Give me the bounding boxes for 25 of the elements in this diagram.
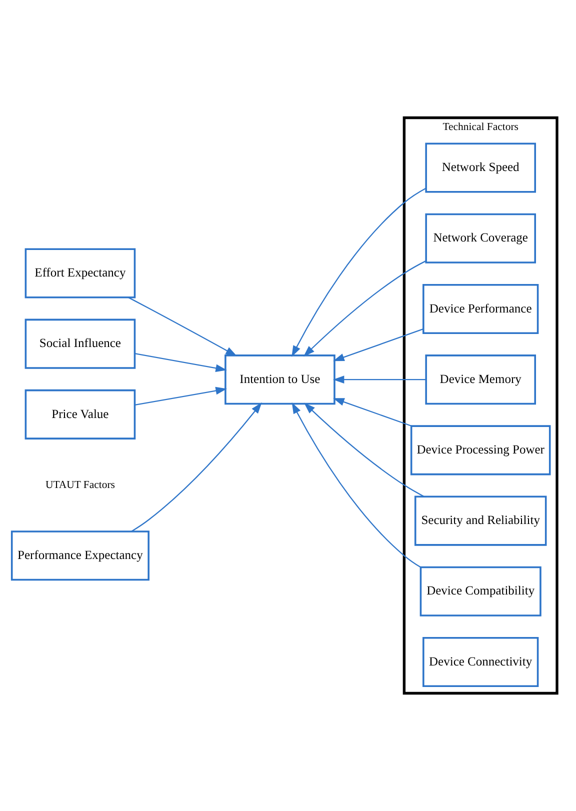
arrow [134,352,227,372]
arrow [131,402,262,532]
node-box: Social Influence [24,318,136,369]
arrow [128,296,237,356]
label: UTAUT Factors [45,478,115,491]
node-box: Network Coverage [425,213,536,264]
node-box: Device Connectivity [422,636,539,688]
node-box: Effort Expectancy [24,248,136,298]
node-box: Intention to Use [224,354,336,405]
node-box: Device Memory [425,354,536,405]
node-box: Price Value [24,389,136,440]
node-box: Security and Reliability [414,496,547,546]
arrow [292,402,421,568]
node-box: Device Compatibility [420,566,542,616]
node-box: Device Processing Power [410,425,551,476]
arrow [333,328,424,362]
node-box: Device Performance [422,284,539,334]
node-box: Performance Expectancy [10,530,150,581]
arrow [292,188,426,357]
arrow [304,402,424,497]
arrow [332,376,426,384]
arrow [333,398,412,427]
node-box: Network Speed [425,142,536,193]
arrow [303,260,426,357]
arrow [134,386,227,406]
